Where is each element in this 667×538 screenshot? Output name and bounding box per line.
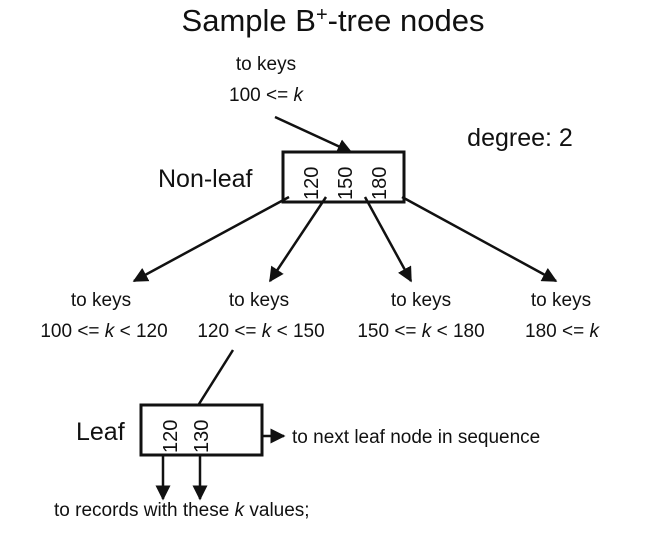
child-pointer-arrow <box>132 195 290 283</box>
child-pointer-arrow <box>268 196 328 283</box>
title-rest: -tree nodes <box>328 3 485 38</box>
records-label: to records with these k values; <box>54 500 310 521</box>
nonleaf-node <box>281 150 406 204</box>
child-pointer-arrow <box>401 195 558 283</box>
child-pointer-arrow <box>363 196 413 283</box>
root-pointer-var: k <box>293 85 304 106</box>
child-range-line2: 120 <= k < 150 <box>197 321 324 342</box>
child-range-line2: 180 <= k <box>525 321 600 342</box>
leaf-parent-link <box>197 349 235 405</box>
child-range-line2: 100 <= k < 120 <box>40 321 167 342</box>
root-pointer-line1: to keys <box>236 54 296 75</box>
nonleaf-key: 180 <box>369 167 391 200</box>
root-pointer-line2: 100 <= k <box>229 85 304 106</box>
diagram-title: Sample B+-tree nodes <box>182 3 485 38</box>
child-range-line1: to keys <box>71 290 131 311</box>
nonleaf-key: 120 <box>301 167 323 200</box>
leaf-key: 120 <box>160 420 182 453</box>
child-range-line1: to keys <box>531 290 591 311</box>
root-pointer-range: 100 <= <box>229 85 293 106</box>
child-range-line2: 150 <= k < 180 <box>357 321 484 342</box>
root-pointer-arrow <box>274 115 353 154</box>
leaf-key: 130 <box>191 420 213 453</box>
degree-label: degree: 2 <box>467 124 573 152</box>
leaf-label: Leaf <box>76 418 125 446</box>
nonleaf-label: Non-leaf <box>158 165 253 193</box>
title-superscript: + <box>316 4 328 26</box>
nonleaf-key: 150 <box>335 167 357 200</box>
child-range-line1: to keys <box>229 290 289 311</box>
child-range-line1: to keys <box>391 290 451 311</box>
leaf-node <box>139 403 264 457</box>
title-main: Sample B <box>182 3 316 38</box>
next-leaf-label: to next leaf node in sequence <box>292 427 540 448</box>
